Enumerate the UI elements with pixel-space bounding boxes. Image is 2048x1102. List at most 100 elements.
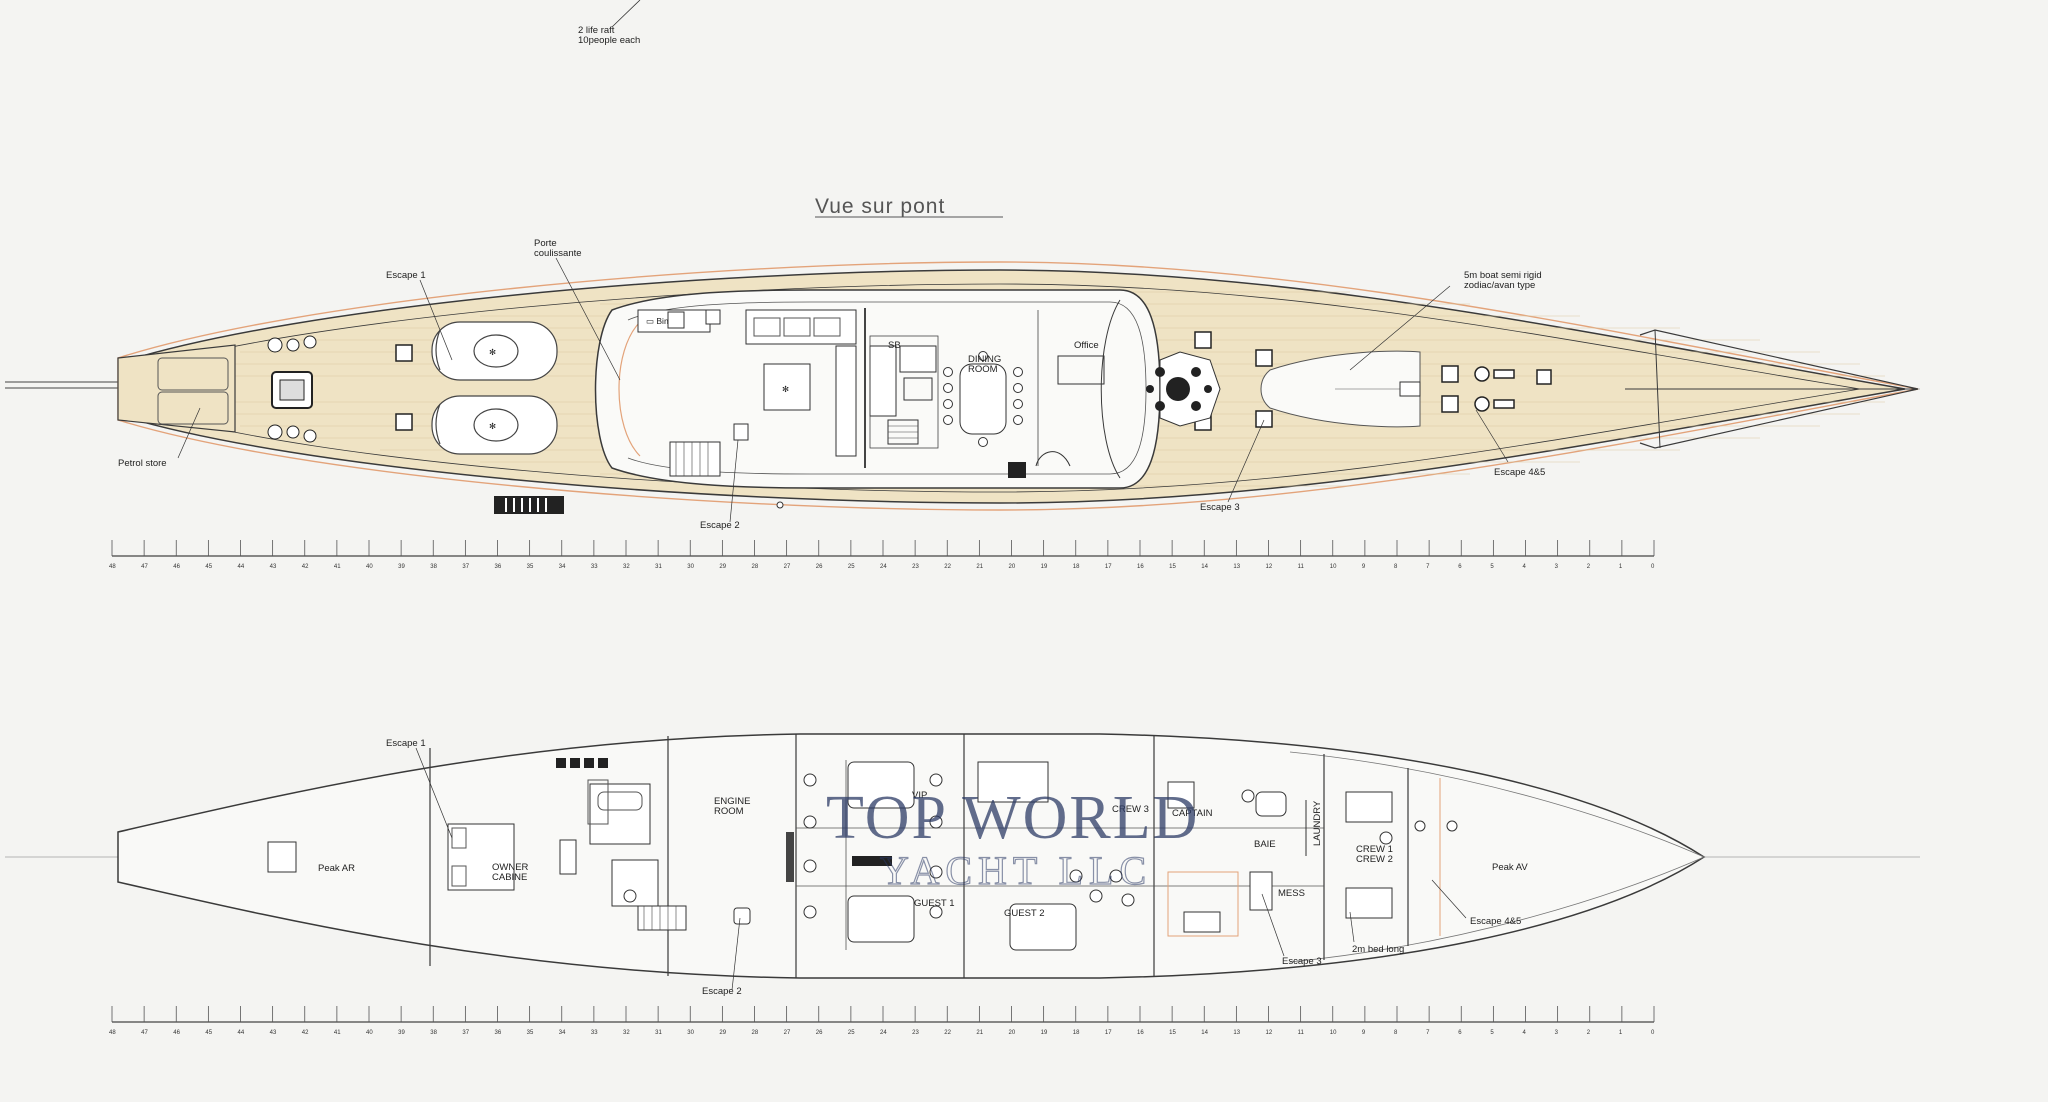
ruler-number: 14 (1201, 1030, 1208, 1036)
ruler-number: 44 (238, 1030, 245, 1036)
lower-escape45-label: Escape 4&5 (1470, 916, 1521, 927)
ruler-number: 3 (1555, 1030, 1559, 1036)
ruler-number: 26 (816, 1030, 823, 1036)
ruler-number: 45 (205, 564, 212, 570)
ruler-number: 19 (1041, 564, 1048, 570)
crew3-label: CREW 3 (1112, 804, 1149, 815)
passerelle (494, 496, 564, 514)
ruler-number: 21 (976, 1030, 983, 1036)
label-line: CREW 2 (1356, 854, 1393, 865)
ruler-number: 17 (1105, 564, 1112, 570)
ruler-number: 18 (1073, 1030, 1080, 1036)
ruler-number: 44 (238, 564, 245, 570)
ruler-number: 34 (559, 1030, 566, 1036)
ruler-number: 42 (302, 1030, 309, 1036)
ruler-number: 35 (527, 1030, 534, 1036)
sb-label: SB (888, 340, 901, 351)
ruler-number: 16 (1137, 564, 1144, 570)
svg-text:✻: ✻ (489, 347, 496, 357)
svg-text:✻: ✻ (489, 421, 496, 431)
baie-label: BAIE (1254, 839, 1276, 850)
stern-winches (267, 335, 317, 443)
ruler-number: 46 (173, 1030, 180, 1036)
guest2-label: GUEST 2 (1004, 908, 1044, 919)
ruler-number: 43 (270, 1030, 277, 1036)
ruler-number: 32 (623, 564, 630, 570)
ruler-number: 17 (1105, 1030, 1112, 1036)
watermark-logo: TOP WORLD YACHT LLC (826, 784, 1199, 894)
watermark-line1: TOP WORLD (826, 784, 1199, 852)
ruler-number: 27 (784, 1030, 791, 1036)
ruler-number: 40 (366, 564, 373, 570)
ruler-number: 42 (302, 564, 309, 570)
ruler-number: 20 (1009, 564, 1016, 570)
deck-escape45-label: Escape 4&5 (1494, 467, 1545, 478)
label-line: 10people each (578, 35, 640, 46)
ruler-number: 8 (1394, 564, 1398, 570)
ruler-number: 26 (816, 564, 823, 570)
ruler-number: 48 (109, 1030, 116, 1036)
ruler-number: 2 (1587, 1030, 1591, 1036)
ruler-number: 38 (430, 564, 437, 570)
ruler-number: 21 (976, 564, 983, 570)
ruler-number: 11 (1298, 564, 1305, 570)
anchor-windlass (1474, 366, 1515, 412)
ruler-number: 46 (173, 564, 180, 570)
peak-av-label: Peak AV (1492, 862, 1528, 873)
vip-label: VIP (912, 790, 927, 801)
ruler-number: 41 (334, 564, 341, 570)
ruler-number: 24 (880, 564, 887, 570)
ruler-number: 4 (1523, 564, 1527, 570)
office-label: Office (1074, 340, 1099, 351)
ruler-number: 7 (1426, 564, 1430, 570)
ruler-number: 36 (495, 1030, 502, 1036)
ruler-number: 9 (1362, 564, 1366, 570)
ruler-number: 30 (687, 1030, 694, 1036)
ruler-number: 33 (591, 564, 598, 570)
ruler-number: 22 (944, 1030, 951, 1036)
svg-text:✻: ✻ (782, 384, 789, 394)
ruler-number: 37 (462, 564, 469, 570)
ruler-number: 10 (1330, 564, 1337, 570)
ruler-number: 47 (141, 564, 148, 570)
svg-text:▭ Bimini: ▭ Bimini (646, 316, 680, 326)
ruler-number: 39 (398, 1030, 405, 1036)
ruler-number: 12 (1266, 564, 1273, 570)
lower-escape3-label: Escape 3 (1282, 956, 1322, 967)
deck-escape3-label: Escape 3 (1200, 502, 1240, 513)
captain-label: CAPTAIN (1172, 808, 1213, 819)
label-line: zodiac/avan type (1464, 280, 1535, 291)
ruler-number: 39 (398, 564, 405, 570)
ruler-number: 33 (591, 1030, 598, 1036)
ruler-number: 22 (944, 564, 951, 570)
ruler-number: 3 (1555, 564, 1559, 570)
ruler-number: 5 (1490, 1030, 1494, 1036)
ruler-number: 31 (655, 564, 662, 570)
ruler-number: 41 (334, 1030, 341, 1036)
ruler-number: 25 (848, 564, 855, 570)
ruler-number: 30 (687, 564, 694, 570)
label-line: ROOM (714, 806, 744, 817)
ruler-number: 43 (270, 564, 277, 570)
mess-label: MESS (1278, 888, 1305, 899)
ruler-number: 28 (752, 1030, 759, 1036)
ruler-number: 24 (880, 1030, 887, 1036)
ruler-number: 35 (527, 564, 534, 570)
ruler-number: 0 (1651, 564, 1655, 570)
ruler-number: 20 (1009, 1030, 1016, 1036)
sunpads (431, 321, 558, 455)
deck-escape2-label: Escape 2 (700, 520, 740, 531)
ruler-number: 12 (1266, 1030, 1273, 1036)
ruler-number: 28 (752, 564, 759, 570)
ruler-number: 6 (1458, 564, 1462, 570)
